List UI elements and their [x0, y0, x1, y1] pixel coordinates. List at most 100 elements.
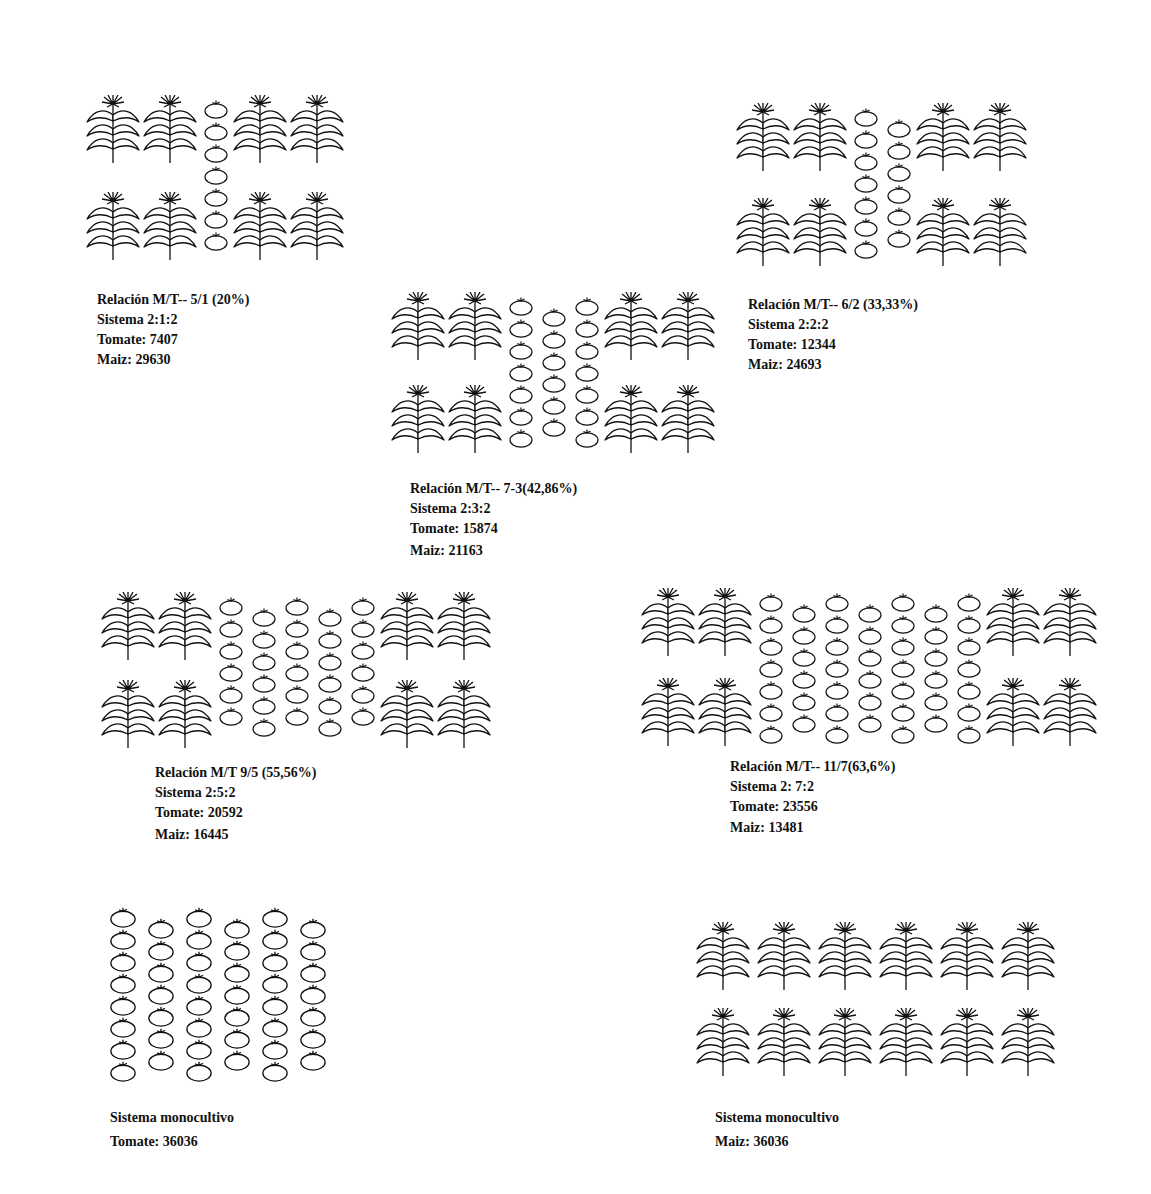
tomato-plant [286, 686, 308, 704]
maize-plant [974, 198, 1026, 266]
tomato-plant [225, 919, 249, 938]
tomato-plant [543, 397, 565, 415]
tomato-plant [892, 726, 914, 744]
tomato-plant [263, 1062, 287, 1081]
tomato-plant [187, 996, 211, 1015]
tomato-plant [263, 996, 287, 1015]
maize-plant [662, 292, 714, 360]
tomato-plant [888, 164, 910, 182]
tomato-plant [205, 233, 227, 251]
tomato-plant [576, 364, 598, 382]
tomato-plant [149, 1007, 173, 1026]
tomato-plant [576, 408, 598, 426]
caption-line: Maiz: 21163 [410, 542, 483, 560]
caption-line: Maiz: 29630 [97, 351, 170, 369]
tomato-plant [253, 719, 275, 737]
caption-line: Sistema 2:1:2 [97, 311, 178, 329]
tomato-plant [187, 952, 211, 971]
tomato-plant [510, 430, 532, 448]
tomato-plant [149, 1051, 173, 1070]
tomato-plant [286, 664, 308, 682]
tomato-plant [205, 211, 227, 229]
tomato-plant [892, 594, 914, 612]
tomato-plant [826, 704, 848, 722]
tomato-plant [855, 219, 877, 237]
tomato-plant [859, 671, 881, 689]
tomato-plant [892, 638, 914, 656]
tomato-plant [543, 331, 565, 349]
maize-plant [880, 922, 932, 990]
maize-plant [392, 292, 444, 360]
maize-plant [794, 103, 846, 171]
tomato-plant [576, 342, 598, 360]
tomato-plant [760, 616, 782, 634]
tomato-plant [793, 649, 815, 667]
tomato-plant [958, 682, 980, 700]
tomato-plant [958, 638, 980, 656]
tomato-plant [760, 660, 782, 678]
maize-plant [987, 678, 1039, 746]
caption-line: Tomate: 23556 [730, 798, 818, 816]
maize-plant [449, 385, 501, 453]
tomato-plant [187, 1062, 211, 1081]
maize-plant [1002, 1008, 1054, 1076]
tomato-plant [225, 963, 249, 982]
caption-line: Sistema 2:5:2 [155, 784, 236, 802]
tomato-plant [855, 175, 877, 193]
tomato-plant [888, 230, 910, 248]
tomato-plant [888, 208, 910, 226]
maize-plant [737, 103, 789, 171]
tomato-plant [925, 715, 947, 733]
tomato-plant [855, 241, 877, 259]
tomato-plant [793, 693, 815, 711]
tomato-plant [149, 963, 173, 982]
tomato-plant [319, 697, 341, 715]
caption-line: Maiz: 24693 [748, 356, 821, 374]
maize-plant [144, 192, 196, 260]
tomato-plant [855, 197, 877, 215]
tomato-plant [888, 142, 910, 160]
maize-plant [605, 292, 657, 360]
maize-plant [662, 385, 714, 453]
tomato-plant [220, 598, 242, 616]
tomato-plant [253, 653, 275, 671]
caption-line: Tomate: 15874 [410, 520, 498, 538]
tomato-plant [111, 1040, 135, 1059]
tomato-plant [205, 101, 227, 119]
tomato-plant [958, 704, 980, 722]
maize-plant [144, 95, 196, 163]
maize-plant [159, 592, 211, 660]
tomato-plant [855, 131, 877, 149]
tomato-plant [510, 408, 532, 426]
maize-plant [917, 198, 969, 266]
tomato-plant [855, 153, 877, 171]
maize-plant [102, 592, 154, 660]
caption-line: Relación M/T-- 11/7(63,6%) [730, 758, 896, 776]
tomato-plant [543, 419, 565, 437]
tomato-plant [149, 941, 173, 960]
tomato-plant [220, 642, 242, 660]
tomato-plant [925, 693, 947, 711]
tomato-plant [301, 1029, 325, 1048]
tomato-plant [149, 919, 173, 938]
tomato-plant [111, 908, 135, 927]
tomato-plant [301, 941, 325, 960]
tomato-plant [187, 930, 211, 949]
tomato-plant [220, 664, 242, 682]
maize-plant [381, 592, 433, 660]
tomato-plant [149, 1029, 173, 1048]
tomato-plant [352, 686, 374, 704]
maize-plant [291, 95, 343, 163]
tomato-plant [220, 686, 242, 704]
tomato-plant [958, 726, 980, 744]
tomato-plant [286, 620, 308, 638]
maize-plant [819, 922, 871, 990]
maize-plant [642, 678, 694, 746]
tomato-plant [892, 704, 914, 722]
tomato-plant [111, 996, 135, 1015]
tomato-plant [925, 649, 947, 667]
tomato-plant [225, 1007, 249, 1026]
tomato-plant [888, 120, 910, 138]
tomato-plant [888, 186, 910, 204]
